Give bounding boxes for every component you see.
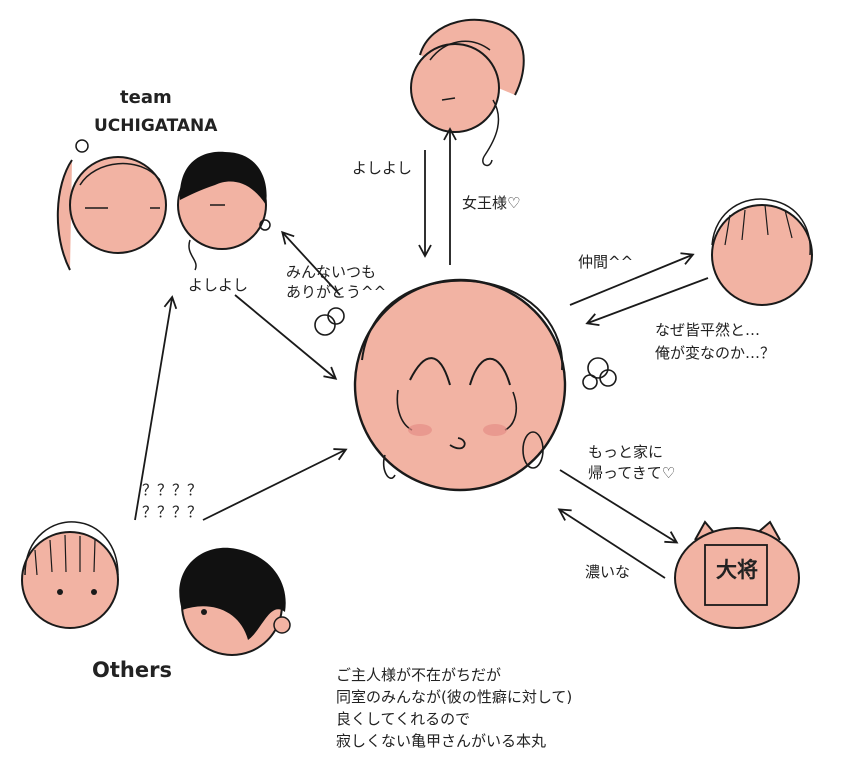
team-label-line1: team (120, 87, 172, 108)
arrow-right-bottom-to-center (557, 508, 666, 579)
label-minna-line2: ありがとう^^ (286, 283, 387, 301)
caption-line-1: ご主人様が不在がちだが (336, 666, 502, 684)
face-right-top (711, 198, 813, 306)
arrow-right-top-to-center (585, 277, 709, 326)
label-koi-na: 濃いな (585, 563, 631, 581)
label-motto-line2: 帰ってきて♡ (588, 464, 676, 482)
label-motto-line1: もっと家に (588, 443, 664, 461)
arrow-center-to-right-top (569, 252, 695, 306)
label-question-line1: ？？？？ (142, 481, 203, 499)
caption-note: ご主人様が不在がちだが 同室のみんなが(彼の性癖に対して) 良くしてくれるので … (336, 664, 572, 752)
arrow-center-to-right-bottom (559, 469, 679, 544)
face-others-left (21, 521, 119, 629)
others-label: Others (92, 658, 172, 682)
face-uchigatana-left (56, 139, 167, 271)
label-joousama: 女王様♡ (462, 194, 521, 212)
label-yoshiyoshi-left: よしよし (188, 276, 249, 294)
face-center-character (353, 278, 567, 492)
arrow-others-to-uchigatana (134, 295, 178, 521)
face-right-bottom (674, 520, 800, 629)
label-question-line2: ？？？？ (142, 503, 203, 521)
caption-line-2: 同室のみんなが(彼の性癖に対して) (336, 688, 573, 706)
arrow-center-to-uchigatana (281, 230, 341, 296)
label-naze-line1: なぜ皆平然と… (655, 321, 761, 339)
face-uchigatana-right (177, 151, 271, 271)
face-top-character (410, 18, 525, 167)
caption-line-4: 寂しくない亀甲さんがいる本丸 (336, 732, 547, 750)
face-others-right (179, 547, 291, 656)
puff-left (314, 307, 345, 336)
label-naze-line2: 俺が変なのか…？ (655, 344, 776, 362)
arrow-uchigatana-to-center (234, 294, 338, 380)
label-yoshiyoshi-top: よしよし (352, 159, 413, 177)
puff-right (582, 357, 617, 390)
badge-text: 大将 (716, 558, 758, 582)
label-nakama: 仲間^^ (578, 253, 634, 271)
label-minna-line1: みんないつも (286, 263, 377, 281)
caption-line-3: 良くしてくれるので (336, 710, 471, 728)
arrow-others-to-center (202, 448, 348, 521)
team-label-line2: UCHIGATANA (94, 116, 218, 136)
badge-frame (704, 544, 768, 606)
